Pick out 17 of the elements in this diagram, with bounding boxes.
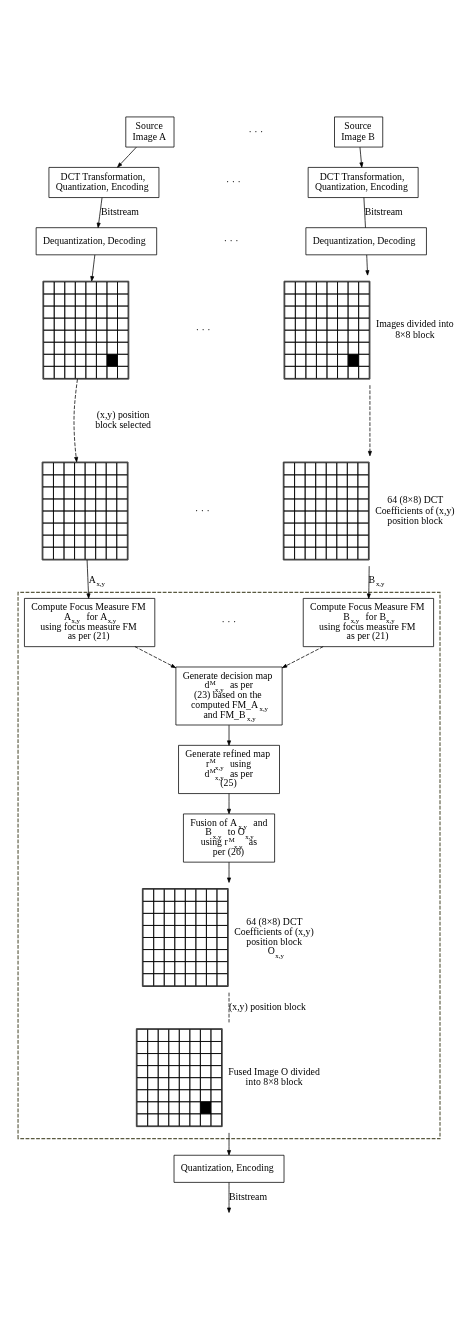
node-label: 64 (8×8) DCT Coefficients of (x,y) position block xyxy=(374,494,455,527)
label: · · · xyxy=(220,616,236,628)
edge-label: A$_{x,y}$ xyxy=(88,573,105,588)
edge-label: B$_{x,y}$ xyxy=(367,573,384,588)
label: · · · xyxy=(248,125,263,137)
label: (x,y) position block selected xyxy=(94,408,151,431)
edge-label: Bitstream xyxy=(228,1191,267,1203)
node-label: 64 (8×8) DCT Coefficients of (x,y) position block O$_{x,y}$ xyxy=(233,915,314,959)
edge-label: (x,y) position block xyxy=(228,1001,306,1013)
node-label: Images divided into 8×8 block xyxy=(375,318,454,341)
label: · · · xyxy=(195,323,211,335)
label: · · · xyxy=(225,176,241,188)
node-label: Fused Image O divided into 8×8 block xyxy=(227,1065,320,1088)
edge-label: Bitstream xyxy=(100,206,139,218)
edge-label: Bitstream xyxy=(364,206,403,218)
label: · · · xyxy=(194,504,210,516)
label: · · · xyxy=(223,234,238,246)
